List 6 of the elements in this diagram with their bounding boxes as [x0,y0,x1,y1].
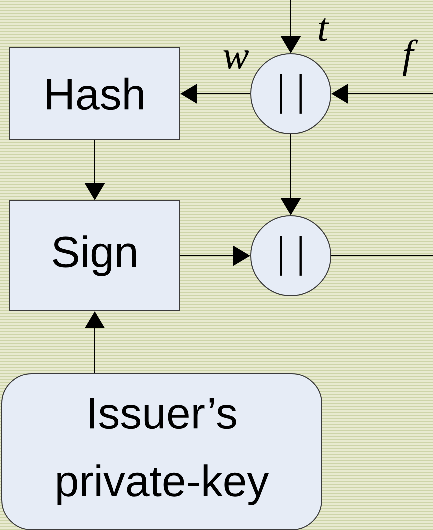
process-box: Sign [10,200,180,312]
key-box: Issuer’s private-key [2,374,322,530]
edge-label: w [224,50,249,70]
edge-label: f [402,40,418,76]
process-box: Hash [10,48,180,140]
edge-label: t [319,18,330,42]
